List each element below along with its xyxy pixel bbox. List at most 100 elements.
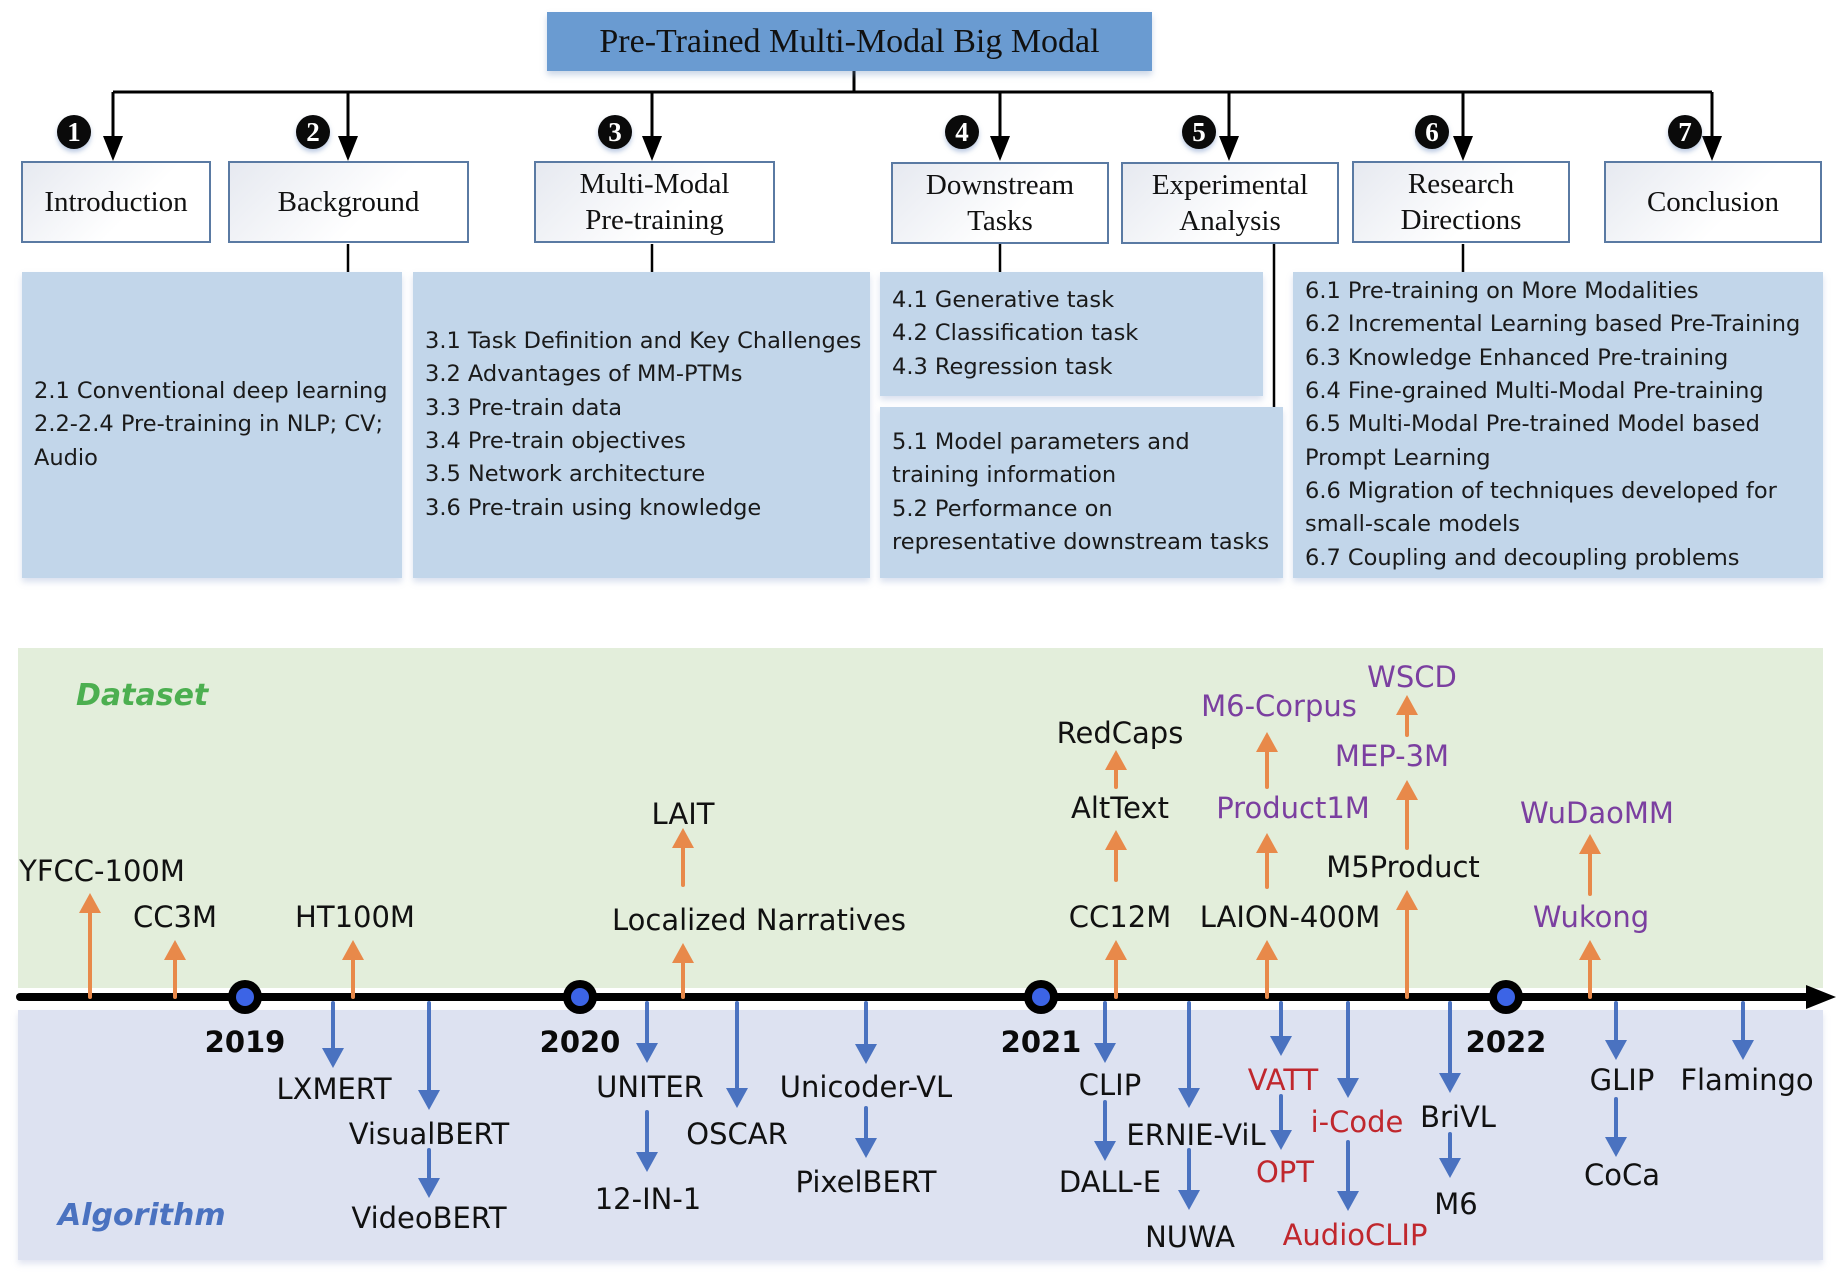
section-label-line: Introduction bbox=[44, 186, 188, 218]
panel-line: 6.5 Multi-Modal Pre-trained Model based bbox=[1305, 411, 1760, 438]
panel-line: Prompt Learning bbox=[1305, 444, 1491, 471]
arrow-head-icon bbox=[103, 136, 123, 161]
panel-line: 3.1 Task Definition and Key Challenges bbox=[425, 328, 862, 355]
panel-line: 2.1 Conventional deep learning bbox=[34, 378, 388, 405]
arrow-down-icon bbox=[1605, 1040, 1627, 1060]
arrow-head-icon bbox=[1219, 136, 1239, 161]
arrow-down-icon bbox=[855, 1138, 877, 1158]
panel-multimodal-topics: 3.1 Task Definition and Key Challenges 3… bbox=[413, 272, 870, 578]
dataset-label: HT100M bbox=[295, 900, 415, 934]
panel-line: 4.1 Generative task bbox=[892, 287, 1115, 314]
panel-line: 3.4 Pre-train objectives bbox=[425, 428, 686, 454]
dataset-label: Product1M bbox=[1216, 791, 1370, 825]
algorithm-label: NUWA bbox=[1145, 1220, 1235, 1254]
panel-line: 6.1 Pre-training on More Modalities bbox=[1305, 278, 1699, 305]
algorithm-zone-title: Algorithm bbox=[58, 1198, 226, 1233]
panel-line: Audio bbox=[34, 444, 98, 471]
dataset-label: Localized Narratives bbox=[611, 903, 907, 937]
algorithm-label: DALL-E bbox=[1058, 1165, 1162, 1199]
arrow-up-icon bbox=[1396, 890, 1418, 910]
panel-line: 2.2-2.4 Pre-training in NLP; CV; bbox=[34, 411, 384, 438]
dataset-label: CC3M bbox=[133, 900, 217, 934]
arrow-down-icon bbox=[1337, 1078, 1359, 1098]
algorithm-zone bbox=[18, 1010, 1823, 1260]
arrow-down-icon bbox=[1732, 1040, 1754, 1060]
algorithm-label: VisualBERT bbox=[348, 1117, 510, 1151]
section-label-line: Experimental bbox=[1151, 169, 1309, 201]
arrow-up-icon bbox=[1256, 732, 1278, 752]
arrow-head-icon bbox=[1702, 136, 1722, 161]
panel-line: 5.1 Model parameters and bbox=[892, 428, 1190, 455]
arrow-down-icon bbox=[1439, 1073, 1461, 1093]
algorithm-label: LXMERT bbox=[276, 1072, 392, 1106]
dataset-label: CC12M bbox=[1068, 900, 1172, 934]
dataset-label: AltText bbox=[1071, 791, 1169, 825]
arrow-up-icon bbox=[672, 828, 694, 848]
arrow-up-icon bbox=[1396, 695, 1418, 715]
arrow-up-icon bbox=[1256, 833, 1278, 853]
algorithm-label: Unicoder-VL bbox=[779, 1070, 953, 1104]
dataset-label: YFCC-100M bbox=[19, 854, 185, 888]
panel-line: 5.2 Performance on bbox=[892, 495, 1113, 522]
algorithm-label: GLIP bbox=[1589, 1063, 1655, 1097]
dataset-label: MEP-3M bbox=[1334, 739, 1450, 773]
section-research-directions: Research Directions bbox=[1352, 161, 1570, 243]
section-number-badge-5: 5 bbox=[1182, 115, 1216, 149]
section-experimental-analysis: Experimental Analysis bbox=[1121, 162, 1339, 244]
algorithm-label: AudioCLIP bbox=[1282, 1218, 1428, 1252]
arrow-down-icon bbox=[418, 1090, 440, 1110]
dataset-zone bbox=[18, 648, 1823, 988]
panel-line: representative downstream tasks bbox=[892, 528, 1270, 555]
section-label-line: Conclusion bbox=[1646, 186, 1780, 218]
algorithm-label: CoCa bbox=[1583, 1158, 1661, 1192]
arrow-down-icon bbox=[418, 1178, 440, 1198]
section-number-badge-7: 7 bbox=[1668, 115, 1702, 149]
arrow-up-icon bbox=[1105, 830, 1127, 850]
section-introduction: Introduction bbox=[21, 161, 211, 243]
arrow-down-icon bbox=[1270, 1130, 1292, 1150]
dataset-label: M5Product bbox=[1326, 850, 1480, 884]
dataset-label: WuDaoMM bbox=[1520, 796, 1674, 830]
panel-line: small-scale models bbox=[1305, 511, 1520, 538]
arrow-down-icon bbox=[726, 1088, 748, 1108]
section-background: Background bbox=[228, 161, 469, 243]
panel-line: 3.3 Pre-train data bbox=[425, 394, 623, 421]
section-label-line: Directions bbox=[1400, 204, 1522, 236]
panel-line: 6.3 Knowledge Enhanced Pre-training bbox=[1305, 344, 1729, 371]
algorithm-label: Flamingo bbox=[1680, 1063, 1814, 1097]
arrow-down-icon bbox=[1094, 1141, 1116, 1161]
year-label-2020: 2020 bbox=[539, 1025, 621, 1059]
section-label-line: Analysis bbox=[1179, 205, 1281, 237]
arrow-head-icon bbox=[642, 136, 662, 161]
arrow-up-icon bbox=[342, 940, 364, 960]
algorithm-label: i-Code bbox=[1310, 1105, 1404, 1139]
panel-line: 3.2 Advantages of MM-PTMs bbox=[425, 361, 743, 388]
dataset-label: LAIT bbox=[651, 797, 715, 831]
year-marker-dot bbox=[1497, 988, 1515, 1006]
year-label-2022: 2022 bbox=[1465, 1025, 1547, 1059]
dataset-label: M6-Corpus bbox=[1201, 689, 1357, 723]
arrow-up-icon bbox=[1256, 940, 1278, 960]
year-label-2021: 2021 bbox=[1000, 1025, 1082, 1059]
diagram-title: Pre-Trained Multi-Modal Big Modal bbox=[547, 12, 1152, 71]
tree-connectors bbox=[103, 71, 1722, 407]
section-label-line: Research bbox=[1407, 168, 1515, 200]
section-downstream-tasks: Downstream Tasks bbox=[891, 162, 1109, 244]
section-label-line: Downstream bbox=[925, 169, 1075, 201]
panel-line: 6.6 Migration of techniques developed fo… bbox=[1305, 477, 1777, 504]
section-number-badge-6: 6 bbox=[1415, 115, 1449, 149]
algorithm-label: BriVL bbox=[1420, 1100, 1496, 1134]
algorithm-label: M6 bbox=[1434, 1187, 1478, 1221]
algorithm-label: OSCAR bbox=[686, 1117, 788, 1151]
panel-line: 4.2 Classification task bbox=[892, 320, 1139, 347]
dataset-label: WSCD bbox=[1367, 660, 1457, 694]
section-number-badge-3: 3 bbox=[598, 115, 632, 149]
arrow-down-icon bbox=[855, 1044, 877, 1064]
dataset-zone-title: Dataset bbox=[76, 678, 209, 713]
arrow-down-icon bbox=[1337, 1191, 1359, 1211]
arrow-up-icon bbox=[164, 940, 186, 960]
section-label-line: Background bbox=[277, 186, 420, 218]
year-marker-dot bbox=[236, 988, 254, 1006]
section-number-badge-4: 4 bbox=[945, 115, 979, 149]
